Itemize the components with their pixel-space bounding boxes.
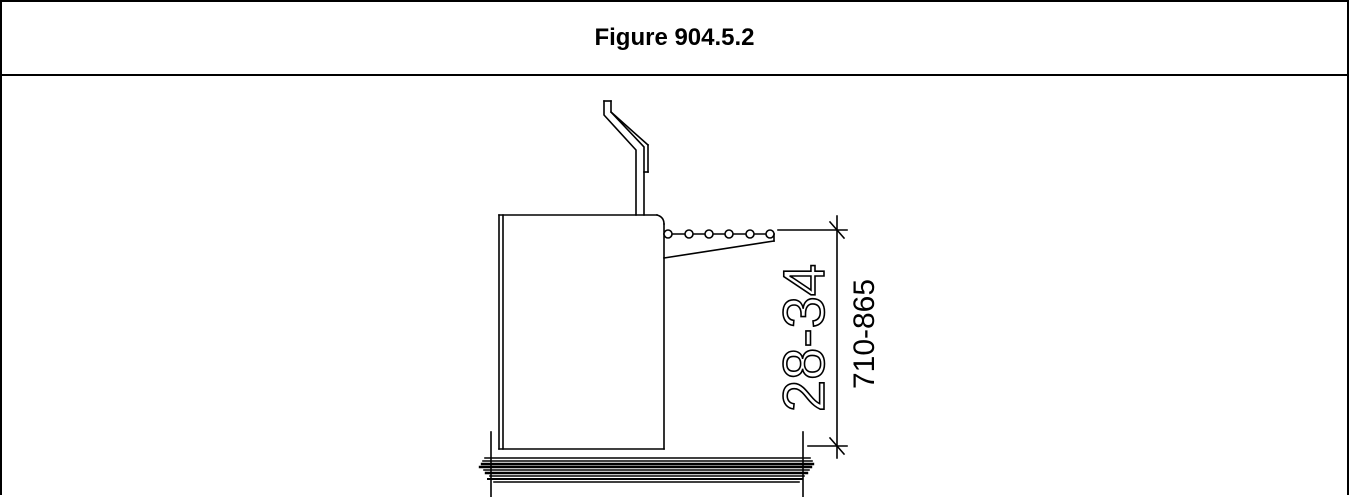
figure-title: Figure 904.5.2 <box>594 24 755 51</box>
figure-title-bar: Figure 904.5.2 <box>2 2 1347 76</box>
height-dimension-line <box>777 215 848 459</box>
dimension-inches-label: 28-34 <box>772 264 837 412</box>
figure-drawing-area: 28-34 710-865 <box>2 76 1347 497</box>
dimension-millimeters-label: 710-865 <box>848 279 881 389</box>
floor-slab <box>478 431 815 497</box>
roller-shelf <box>663 229 775 259</box>
checkout-counter-drawing: 28-34 710-865 <box>478 100 881 497</box>
counter-body <box>498 214 665 450</box>
display-pole <box>603 100 650 216</box>
